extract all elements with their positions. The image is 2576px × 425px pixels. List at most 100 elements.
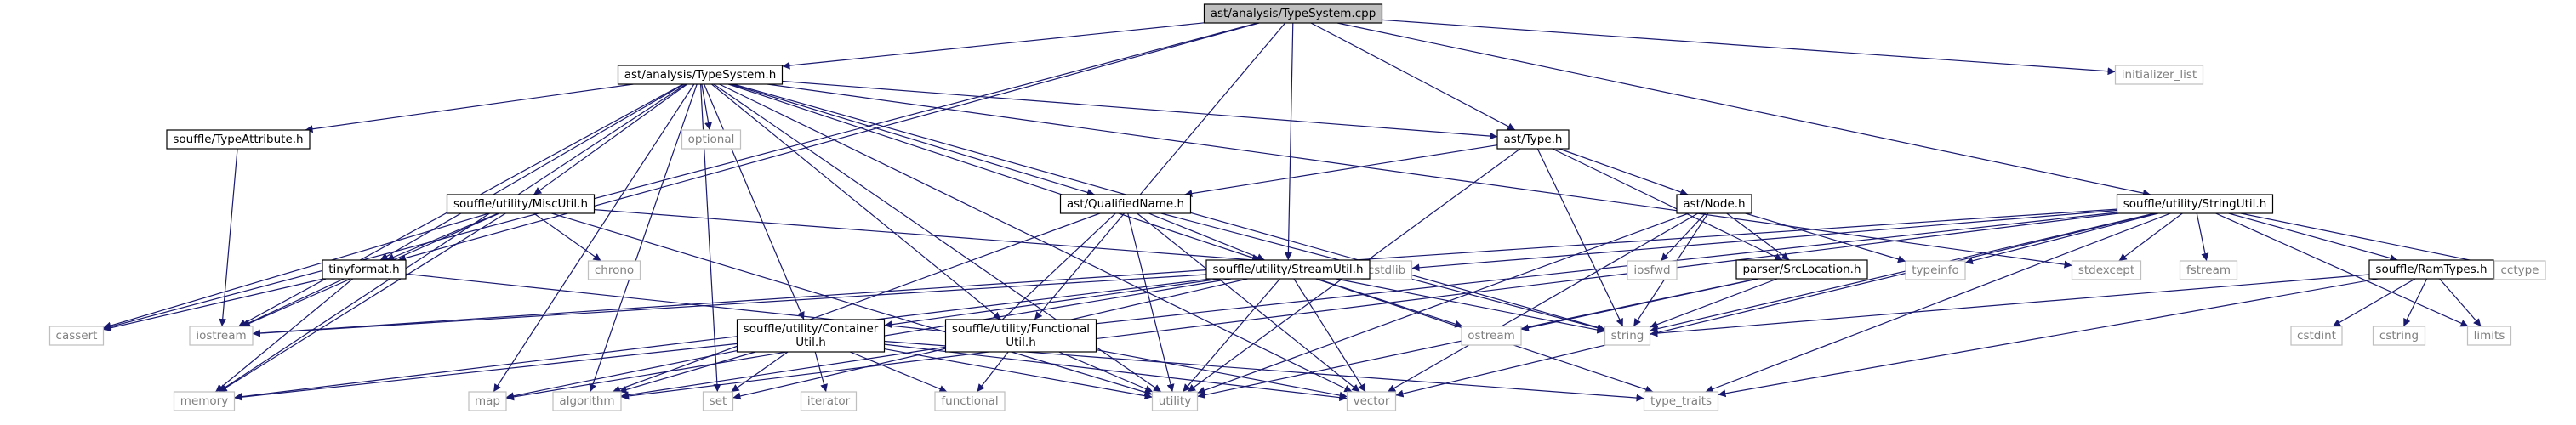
node-box	[2179, 260, 2238, 280]
edge-node-h-to-typeinfo	[1745, 212, 1906, 264]
node-box	[944, 319, 1097, 353]
edge-stringutil-h-to-ramtypes-h	[2228, 212, 2398, 262]
node-label: ostream	[1468, 329, 1515, 343]
edge-stringutil-h-to-cctype	[2240, 212, 2495, 268]
node-typeinfo: typeinfo	[1905, 260, 1966, 280]
node-label: cassert	[56, 329, 98, 343]
edge-type-h-to-string	[1536, 148, 1624, 327]
node-box	[2114, 65, 2204, 85]
edge-stringutil-h-to-sstream	[1014, 212, 2117, 336]
node-label: iostream	[196, 329, 246, 343]
edge-ramtypes-h-to-limits	[2439, 278, 2482, 327]
node-box	[48, 326, 105, 346]
node-label: souffle/utility/Functional	[952, 322, 1090, 336]
edge-typesystem-cpp-to-initializer-list	[1382, 19, 2116, 76]
node-stringutil-h[interactable]: souffle/utility/StringUtil.h	[2116, 194, 2274, 214]
edge-node-h-to-vector	[1387, 212, 1699, 393]
node-chrono: chrono	[587, 260, 641, 280]
node-string: string	[1604, 326, 1651, 346]
node-box	[1643, 391, 1719, 411]
node-box	[446, 194, 596, 214]
node-box	[1151, 391, 1199, 411]
edge-streamutil-h-to-iostream	[252, 274, 1207, 337]
node-miscutil-h[interactable]: souffle/utility/MiscUtil.h	[446, 194, 596, 214]
edge-node-h-to-utility	[1197, 212, 1690, 394]
edge-ramtypes-h-to-cstring	[2402, 278, 2428, 327]
edge-containerutil-h-to-utility	[884, 348, 1153, 400]
node-box	[1461, 326, 1522, 346]
edge-typesystem-h-to-functionalutil-h	[711, 83, 1002, 320]
node-streamutil-h[interactable]: souffle/utility/StreamUtil.h	[1205, 259, 1371, 280]
node-iterator: iterator	[800, 391, 858, 411]
node-label: ast/Node.h	[1683, 197, 1745, 211]
node-stdexcept: stdexcept	[2071, 260, 2142, 280]
edge-typesystem-h-to-type-h	[782, 80, 1498, 140]
edge-miscutil-h-to-cassert	[103, 212, 490, 330]
node-type-h[interactable]: ast/Type.h	[1496, 129, 1570, 150]
node-label: Util.h	[1006, 336, 1036, 349]
node-label: set	[710, 394, 727, 408]
node-box	[2466, 326, 2512, 346]
node-box	[1346, 391, 1397, 411]
node-iosfwd: iosfwd	[1627, 260, 1678, 280]
edge-ramtypes-h-to-string	[1650, 274, 2370, 337]
edge-type-h-to-node-h	[1559, 148, 1689, 196]
edge-typesystem-h-to-memory	[218, 83, 687, 393]
node-label: stdexcept	[2078, 264, 2134, 277]
edge-tinyformat-h-to-iostream	[241, 278, 345, 327]
node-ramtypes-h[interactable]: souffle/RamTypes.h	[2368, 259, 2494, 280]
node-cstdlib: cstdlib	[1360, 260, 1413, 280]
node-typesystem-h[interactable]: ast/analysis/TypeSystem.h	[617, 65, 784, 85]
edge-typesystem-h-to-algorithm	[589, 83, 698, 393]
node-label: cstring	[2379, 329, 2419, 343]
node-label: memory	[180, 394, 228, 408]
node-qualifiedname-h[interactable]: ast/QualifiedName.h	[1059, 194, 1192, 214]
node-map: map	[468, 391, 507, 411]
edge-stringutil-h-to-cstdlib	[1411, 209, 2117, 272]
edge-ramtypes-h-to-type-traits	[1718, 278, 2379, 398]
node-iostream: iostream	[189, 326, 254, 346]
node-box	[1627, 260, 1678, 280]
edge-functionalutil-h-to-algorithm	[620, 346, 946, 400]
node-label: initializer_list	[2122, 68, 2197, 82]
edge-streamutil-h-to-string	[1336, 278, 1605, 334]
node-typeattribute-h[interactable]: souffle/TypeAttribute.h	[166, 129, 311, 150]
node-label: ast/Type.h	[1503, 133, 1562, 146]
node-label: utility	[1159, 394, 1191, 408]
node-node-h[interactable]: ast/Node.h	[1676, 194, 1752, 214]
node-box	[1205, 259, 1371, 280]
node-label: souffle/TypeAttribute.h	[173, 133, 303, 146]
node-utility: utility	[1151, 391, 1199, 411]
node-box	[681, 129, 742, 150]
node-box	[2290, 326, 2343, 346]
node-label: string	[1611, 329, 1644, 343]
node-box	[552, 391, 622, 411]
edge-containerutil-h-to-algorithm	[618, 351, 756, 394]
edge-qualifiedname-h-to-utility	[1127, 212, 1175, 393]
node-box	[2368, 259, 2494, 280]
node-memory: memory	[173, 391, 236, 411]
node-typesystem-cpp[interactable]: ast/analysis/TypeSystem.cpp	[1203, 3, 1383, 24]
node-tinyformat-h[interactable]: tinyformat.h	[322, 259, 407, 280]
edge-srclocation-h-to-string	[1650, 278, 1778, 328]
edge-qualifiedname-h-to-vector	[1137, 212, 1360, 393]
node-algorithm: algorithm	[552, 391, 622, 411]
edge-typesystem-cpp-to-functionalutil-h	[1034, 22, 1286, 320]
edge-typesystem-h-to-streamutil-h	[728, 83, 1260, 262]
edge-typesystem-h-to-qualifiedname-h	[731, 83, 1095, 196]
edge-typesystem-h-to-stdexcept	[767, 83, 2072, 269]
edge-streamutil-h-to-memory	[234, 278, 1211, 401]
edge-typesystem-h-to-containerutil-h	[704, 83, 805, 320]
node-label: limits	[2474, 329, 2505, 343]
edge-miscutil-h-to-chrono	[533, 212, 601, 262]
node-srclocation-h[interactable]: parser/SrcLocation.h	[1735, 259, 1868, 280]
node-label: ast/QualifiedName.h	[1067, 197, 1184, 211]
node-label: fstream	[2186, 264, 2231, 277]
edge-type-h-to-qualifiedname-h	[1184, 144, 1498, 198]
edge-stringutil-h-to-vector	[1395, 212, 2157, 398]
node-box	[173, 391, 236, 411]
node-box	[2071, 260, 2142, 280]
node-label: type_traits	[1650, 394, 1712, 408]
